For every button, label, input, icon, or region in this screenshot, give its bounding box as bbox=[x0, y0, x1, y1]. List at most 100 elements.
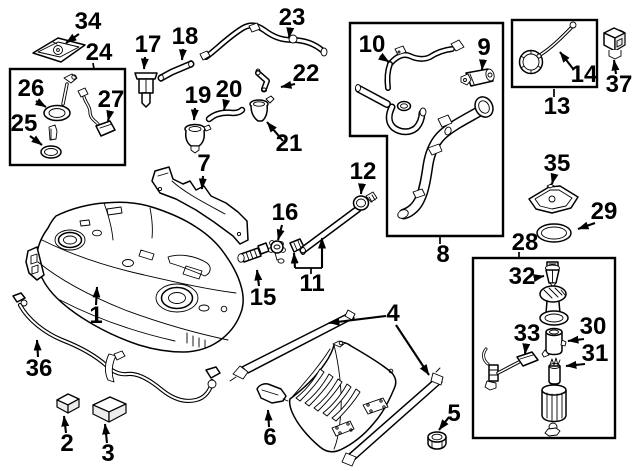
callout-27-label[interactable]: 27 bbox=[98, 86, 125, 113]
part-10-vent-tube bbox=[355, 39, 465, 136]
part-1-fuel-tank bbox=[25, 201, 244, 353]
callout-21[interactable]: 21 bbox=[266, 121, 303, 157]
callout-22-label[interactable]: 22 bbox=[293, 60, 320, 87]
part-15-valve-bolt bbox=[237, 242, 270, 263]
callout-20-label[interactable]: 20 bbox=[216, 76, 243, 103]
callout-33[interactable]: 33 bbox=[514, 320, 541, 355]
callout-15[interactable]: 15 bbox=[250, 269, 277, 311]
callout-5-label[interactable]: 5 bbox=[447, 400, 460, 427]
part-21-valve bbox=[249, 95, 275, 122]
fuel-cap-box bbox=[510, 18, 599, 89]
callouts: 34 24 26 27 25 17 18 23 bbox=[11, 4, 633, 467]
callout-37-label[interactable]: 37 bbox=[606, 71, 633, 98]
callout-34[interactable]: 34 bbox=[65, 8, 102, 44]
callout-4[interactable]: 4 bbox=[328, 300, 430, 376]
callout-14-label[interactable]: 14 bbox=[571, 61, 598, 88]
callout-33-label[interactable]: 33 bbox=[514, 320, 541, 347]
part-30-fuel-filter bbox=[541, 327, 567, 358]
callout-11-label[interactable]: 11 bbox=[299, 270, 324, 297]
callout-19[interactable]: 19 bbox=[185, 82, 212, 121]
callout-30-label[interactable]: 30 bbox=[580, 313, 607, 340]
callout-31[interactable]: 31 bbox=[565, 340, 609, 369]
callout-26[interactable]: 26 bbox=[18, 75, 47, 108]
part-11-hose bbox=[299, 205, 362, 255]
callout-9[interactable]: 9 bbox=[477, 34, 491, 71]
part-33-sender-arm bbox=[482, 347, 539, 391]
callout-13-label[interactable]: 13 bbox=[544, 93, 571, 120]
part-8-filler-pipe bbox=[397, 96, 494, 220]
callout-27[interactable]: 27 bbox=[98, 86, 125, 122]
callout-23[interactable]: 23 bbox=[279, 4, 306, 39]
part-23-tube-assembly bbox=[199, 22, 328, 61]
callout-17-label[interactable]: 17 bbox=[135, 31, 162, 58]
pump-head bbox=[539, 285, 569, 326]
callout-25[interactable]: 25 bbox=[11, 110, 43, 146]
callout-23-label[interactable]: 23 bbox=[279, 4, 306, 31]
callout-21-label[interactable]: 21 bbox=[276, 130, 303, 157]
callout-10-label[interactable]: 10 bbox=[359, 31, 386, 58]
part-18-hose bbox=[157, 60, 195, 82]
callout-17[interactable]: 17 bbox=[135, 31, 162, 70]
callout-20[interactable]: 20 bbox=[216, 76, 243, 111]
part-34-cover-pad bbox=[32, 37, 86, 63]
callout-32-label[interactable]: 32 bbox=[509, 263, 536, 290]
callout-1-label[interactable]: 1 bbox=[89, 302, 102, 329]
callout-8[interactable]: 8 bbox=[436, 237, 450, 268]
callout-12-label[interactable]: 12 bbox=[350, 158, 377, 185]
callout-16[interactable]: 16 bbox=[272, 199, 299, 241]
callout-7-label[interactable]: 7 bbox=[197, 150, 210, 177]
part-6-heat-protector bbox=[256, 340, 397, 453]
callout-29[interactable]: 29 bbox=[577, 198, 618, 230]
callout-5[interactable]: 5 bbox=[438, 400, 461, 431]
part-16-clamp bbox=[268, 240, 286, 264]
part-32-regulator bbox=[545, 261, 560, 288]
callout-14[interactable]: 14 bbox=[559, 51, 598, 88]
part-27-fuel-sender bbox=[77, 87, 116, 137]
callout-16-label[interactable]: 16 bbox=[272, 199, 299, 226]
callout-28[interactable]: 28 bbox=[512, 229, 539, 258]
callout-15-label[interactable]: 15 bbox=[250, 284, 277, 311]
callout-19-label[interactable]: 19 bbox=[185, 82, 212, 109]
callout-7[interactable]: 7 bbox=[197, 150, 211, 190]
callout-3[interactable]: 3 bbox=[101, 423, 115, 467]
callout-8-label[interactable]: 8 bbox=[436, 241, 449, 268]
part-4-strap-rear bbox=[341, 367, 444, 467]
callout-35-label[interactable]: 35 bbox=[544, 150, 571, 177]
callout-36-label[interactable]: 36 bbox=[26, 355, 53, 382]
callout-24[interactable]: 24 bbox=[86, 39, 113, 70]
callout-18-label[interactable]: 18 bbox=[172, 23, 199, 50]
callout-6[interactable]: 6 bbox=[263, 409, 277, 451]
callout-4-label[interactable]: 4 bbox=[386, 300, 400, 327]
callout-32[interactable]: 32 bbox=[509, 263, 545, 290]
callout-31-label[interactable]: 31 bbox=[582, 340, 609, 367]
callout-10[interactable]: 10 bbox=[359, 31, 390, 63]
part-29-lock-ring bbox=[536, 223, 572, 243]
callout-9-label[interactable]: 9 bbox=[477, 34, 490, 61]
callout-29-label[interactable]: 29 bbox=[591, 198, 618, 225]
callout-2-label[interactable]: 2 bbox=[60, 430, 73, 457]
part-9-clamp bbox=[460, 68, 495, 87]
callout-26-label[interactable]: 26 bbox=[18, 75, 45, 102]
callout-22[interactable]: 22 bbox=[280, 60, 320, 89]
callout-37[interactable]: 37 bbox=[606, 59, 633, 98]
callout-25-label[interactable]: 25 bbox=[11, 110, 38, 137]
callout-24-label[interactable]: 24 bbox=[86, 39, 113, 66]
callout-11[interactable]: 11 bbox=[290, 237, 326, 297]
callout-12[interactable]: 12 bbox=[350, 158, 377, 195]
callout-18[interactable]: 18 bbox=[172, 23, 199, 61]
callout-13[interactable]: 13 bbox=[544, 89, 571, 120]
callout-1[interactable]: 1 bbox=[89, 286, 103, 329]
callout-28-label[interactable]: 28 bbox=[512, 229, 539, 256]
callout-36[interactable]: 36 bbox=[26, 339, 53, 382]
callout-30[interactable]: 30 bbox=[567, 313, 607, 344]
part-22-hose bbox=[255, 68, 270, 93]
part-12-clamp bbox=[352, 191, 378, 211]
callout-35[interactable]: 35 bbox=[544, 150, 571, 185]
callout-2[interactable]: 2 bbox=[60, 415, 74, 457]
part-2-pad bbox=[56, 393, 80, 414]
callout-34-label[interactable]: 34 bbox=[75, 8, 102, 35]
callout-6-label[interactable]: 6 bbox=[263, 424, 276, 451]
sender-box bbox=[8, 67, 127, 167]
callout-3-label[interactable]: 3 bbox=[101, 440, 114, 467]
